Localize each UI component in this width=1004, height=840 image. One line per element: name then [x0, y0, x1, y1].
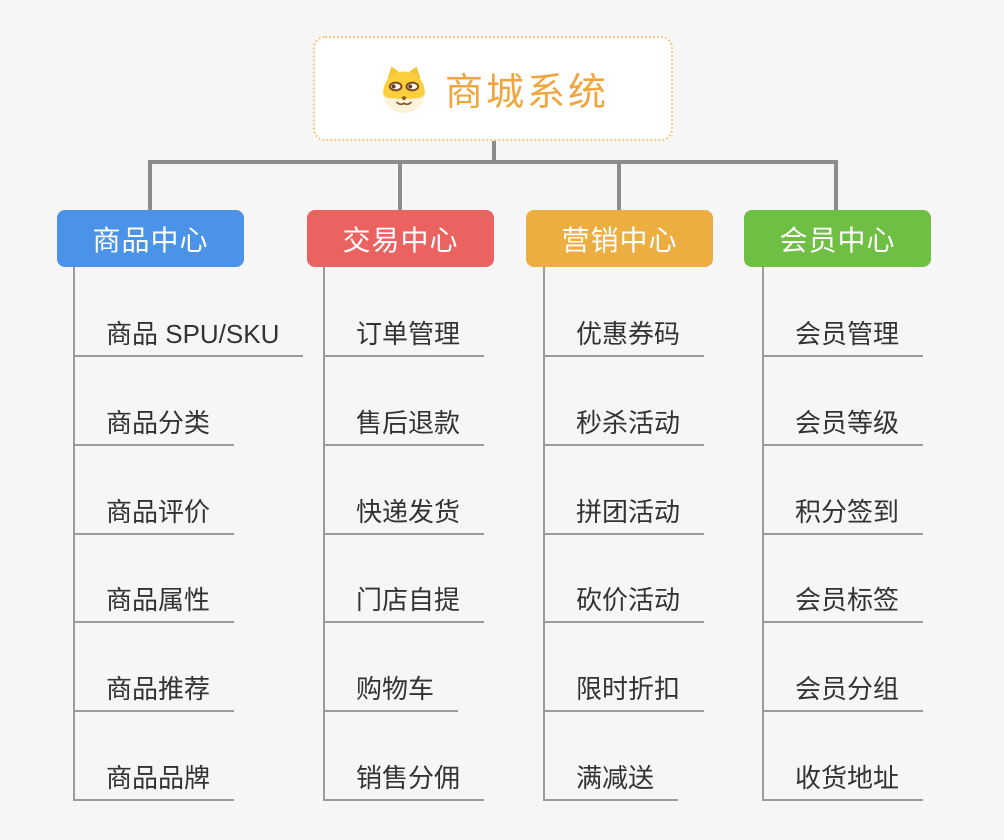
leaf-node[interactable]: 满减送: [543, 763, 679, 801]
leaf-node[interactable]: 商品分类: [73, 408, 235, 446]
leaf-node[interactable]: 快递发货: [323, 497, 485, 535]
branch3-children: 优惠券码 秒杀活动 拼团活动 砍价活动 限时折扣 满减送: [543, 267, 783, 802]
branch4-children: 会员管理 会员等级 积分签到 会员标签 会员分组 收货地址: [762, 267, 1002, 802]
leaf-node[interactable]: 售后退款: [323, 408, 485, 446]
connector-drop-branch2: [398, 160, 402, 210]
leaf-node[interactable]: 购物车: [323, 674, 459, 712]
leaf-node[interactable]: 销售分佣: [323, 763, 485, 801]
leaf-node[interactable]: 会员分组: [762, 674, 924, 712]
branch-node-marketing-center[interactable]: 营销中心: [526, 210, 713, 267]
branch1-children: 商品 SPU/SKU 商品分类 商品评价 商品属性 商品推荐 商品品牌: [73, 267, 313, 802]
connector-drop-branch3: [617, 160, 621, 210]
leaf-node[interactable]: 商品品牌: [73, 763, 235, 801]
branch-node-trade-center[interactable]: 交易中心: [307, 210, 494, 267]
leaf-node[interactable]: 会员管理: [762, 319, 924, 357]
connector-drop-branch1: [148, 160, 152, 210]
leaf-node[interactable]: 拼团活动: [543, 497, 705, 535]
leaf-node[interactable]: 商品属性: [73, 585, 235, 623]
leaf-node[interactable]: 限时折扣: [543, 674, 705, 712]
connector-drop-branch4: [834, 160, 838, 210]
root-title: 商城系统: [444, 72, 609, 114]
root-node[interactable]: 商城系统: [313, 36, 673, 141]
leaf-node[interactable]: 会员等级: [762, 408, 924, 446]
branch-node-product-center[interactable]: 商品中心: [57, 210, 244, 267]
leaf-node[interactable]: 砍价活动: [543, 585, 705, 623]
leaf-node[interactable]: 积分签到: [762, 497, 924, 535]
doge-icon: [377, 64, 431, 114]
branch-node-member-center[interactable]: 会员中心: [744, 210, 931, 267]
leaf-node[interactable]: 会员标签: [762, 585, 924, 623]
leaf-node[interactable]: 门店自提: [323, 585, 485, 623]
connector-root-stem: [492, 141, 496, 164]
branch2-children: 订单管理 售后退款 快递发货 门店自提 购物车 销售分佣: [323, 267, 563, 802]
leaf-node[interactable]: 商品评价: [73, 497, 235, 535]
connector-horizontal-rail: [148, 160, 838, 164]
leaf-node[interactable]: 优惠券码: [543, 319, 705, 357]
leaf-node[interactable]: 商品 SPU/SKU: [73, 319, 304, 357]
leaf-node[interactable]: 订单管理: [323, 319, 485, 357]
leaf-node[interactable]: 秒杀活动: [543, 408, 705, 446]
leaf-node[interactable]: 商品推荐: [73, 674, 235, 712]
leaf-node[interactable]: 收货地址: [762, 763, 924, 801]
